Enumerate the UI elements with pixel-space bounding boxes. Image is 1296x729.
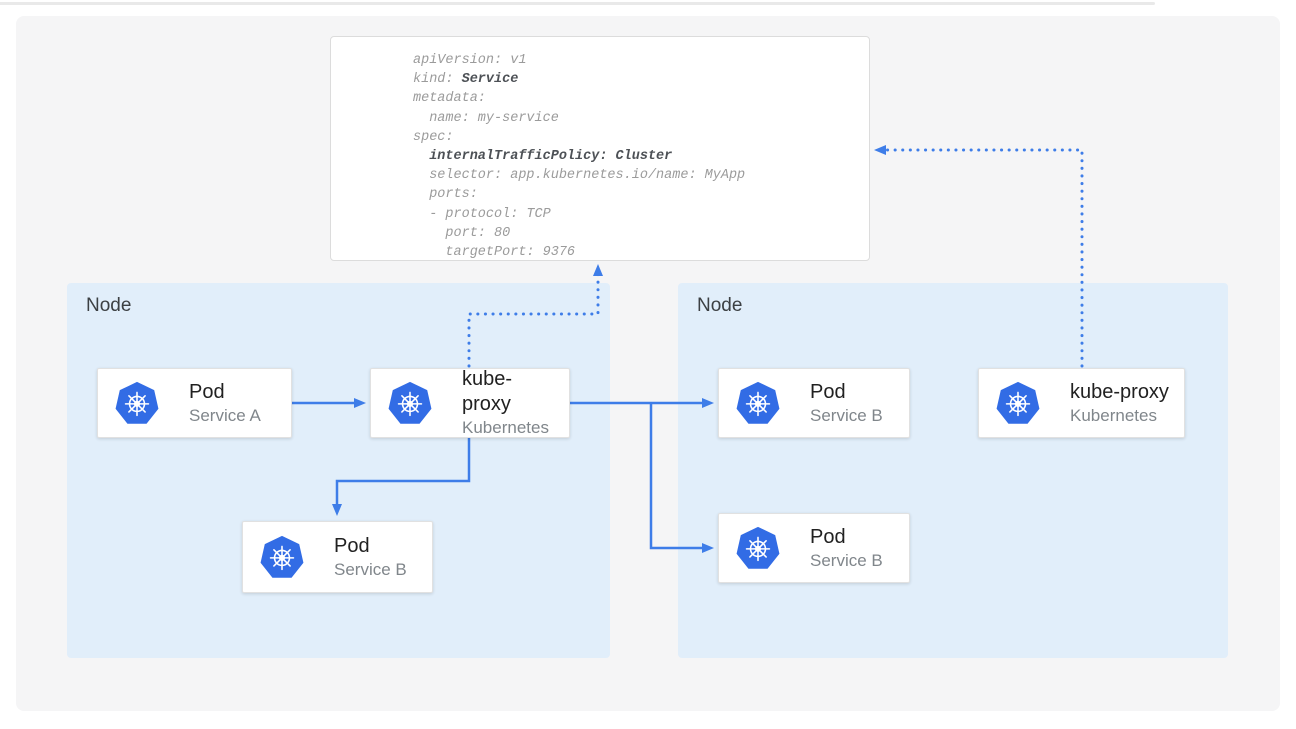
card-title: Pod xyxy=(810,380,846,403)
card-title: Pod xyxy=(810,525,846,548)
card-pod-service-b-right-top: Pod Service B xyxy=(718,368,910,438)
kubernetes-wheel-icon xyxy=(996,381,1040,425)
kubernetes-wheel-icon xyxy=(388,381,432,425)
kubernetes-wheel-icon xyxy=(736,381,780,425)
card-subtitle: Kubernetes xyxy=(1070,405,1157,425)
card-subtitle: Service B xyxy=(334,559,407,579)
node-left: Node xyxy=(67,283,610,658)
kubernetes-wheel-icon xyxy=(260,535,304,579)
card-pod-service-b-left: Pod Service B xyxy=(242,521,433,593)
kubernetes-wheel-icon xyxy=(736,526,780,570)
card-subtitle: Service B xyxy=(810,550,883,570)
card-pod-service-b-right-bottom: Pod Service B xyxy=(718,513,910,583)
card-title: Pod xyxy=(189,380,225,403)
node-right: Node xyxy=(678,283,1228,658)
card-title: kube-proxy xyxy=(462,368,513,415)
card-subtitle: Service B xyxy=(810,405,883,425)
card-title: Pod xyxy=(334,534,370,557)
card-pod-service-a: Pod Service A xyxy=(97,368,292,438)
card-subtitle: Service A xyxy=(189,405,261,425)
node-left-label: Node xyxy=(86,295,132,316)
top-divider xyxy=(0,2,1155,5)
card-kube-proxy-left: kube-proxy Kubernetes xyxy=(370,368,570,438)
card-kube-proxy-right: kube-proxy Kubernetes xyxy=(978,368,1185,438)
node-right-label: Node xyxy=(697,295,743,316)
card-subtitle: Kubernetes xyxy=(462,418,549,437)
kubernetes-wheel-icon xyxy=(115,381,159,425)
card-title: kube-proxy xyxy=(1070,380,1169,403)
